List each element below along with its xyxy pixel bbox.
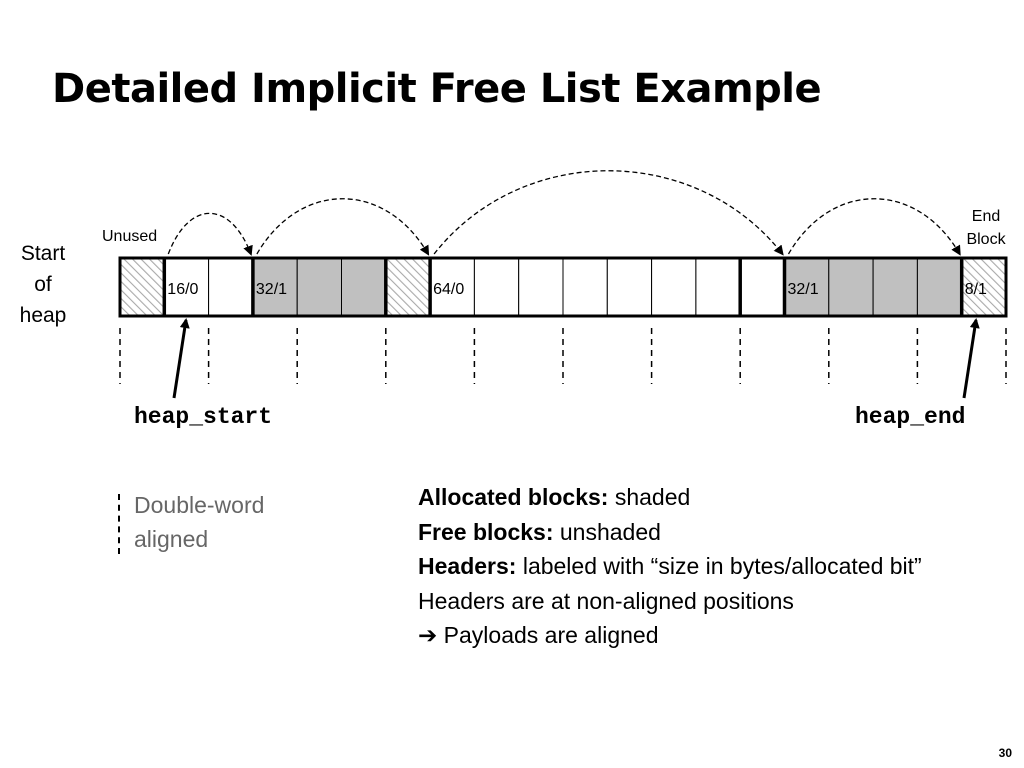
note-non-aligned: Headers are at non-aligned positions <box>418 587 794 614</box>
heap-word-padding <box>119 257 165 317</box>
arrow-right-icon: ➔ <box>418 622 438 648</box>
header-label: 16/0 <box>167 281 198 298</box>
heap-word-free <box>739 257 786 317</box>
double-word-aligned-line: aligned <box>134 526 209 552</box>
double-word-aligned-note: Double-word aligned <box>134 488 334 556</box>
heap-word-free <box>518 257 564 317</box>
note-payloads-aligned: ➔ Payloads are aligned <box>418 622 659 648</box>
start-of-heap-line: of <box>34 273 52 296</box>
start-of-heap-line: Start <box>20 242 66 265</box>
note-free-blocks: Free blocks: unshaded <box>418 518 661 545</box>
next-block-arrow <box>167 212 253 256</box>
heap-start-pointer <box>172 318 190 399</box>
header-label: 64/0 <box>433 281 464 298</box>
header-label: 32/1 <box>256 281 287 298</box>
double-word-aligned-line: Double-word <box>134 492 265 518</box>
heap-word-free <box>473 257 520 317</box>
heap-word-free <box>562 257 608 317</box>
heap-word-allocated <box>916 257 963 317</box>
heap-word-free <box>208 257 254 317</box>
heap-word-allocated <box>341 257 387 317</box>
heap-diagram: 16/0 32/1 64/0 32/1 8/1 <box>118 170 1008 399</box>
double-word-guide-sample <box>118 494 120 554</box>
header-label: 32/1 <box>788 281 819 298</box>
heap-word-free <box>695 257 741 317</box>
page-number: 30 <box>998 746 1012 760</box>
heap-word-free <box>606 257 653 317</box>
next-block-arrow <box>787 198 961 256</box>
heap-word-allocated <box>828 257 874 317</box>
heap-end-pointer <box>962 318 980 399</box>
end-block-line: End <box>971 208 1001 225</box>
heap-word-free <box>651 257 697 317</box>
heap-start-label: heap_start <box>134 404 273 430</box>
heap-word-allocated <box>872 257 918 317</box>
heap-outline <box>118 256 1008 318</box>
header-label: 8/1 <box>965 281 987 298</box>
heap-word-padding <box>385 257 431 317</box>
heap-word-allocated <box>296 257 343 317</box>
note-allocated-blocks: Allocated blocks: shaded <box>418 484 691 510</box>
end-block-label: End Block <box>962 205 1010 251</box>
start-of-heap-label: Start of heap <box>8 238 78 331</box>
start-of-heap-line: heap <box>19 304 67 327</box>
heap-end-label: heap_end <box>855 404 966 430</box>
unused-label: Unused <box>102 228 158 245</box>
next-block-arrow <box>433 170 784 256</box>
slide-title: Detailed Implicit Free List Example <box>52 66 822 112</box>
next-block-arrow <box>256 198 430 256</box>
note-headers: Headers: labeled with “size in bytes/all… <box>418 553 922 579</box>
end-block-line: Block <box>966 231 1006 248</box>
notes-list: Allocated blocks: shaded Free blocks: un… <box>418 480 922 653</box>
